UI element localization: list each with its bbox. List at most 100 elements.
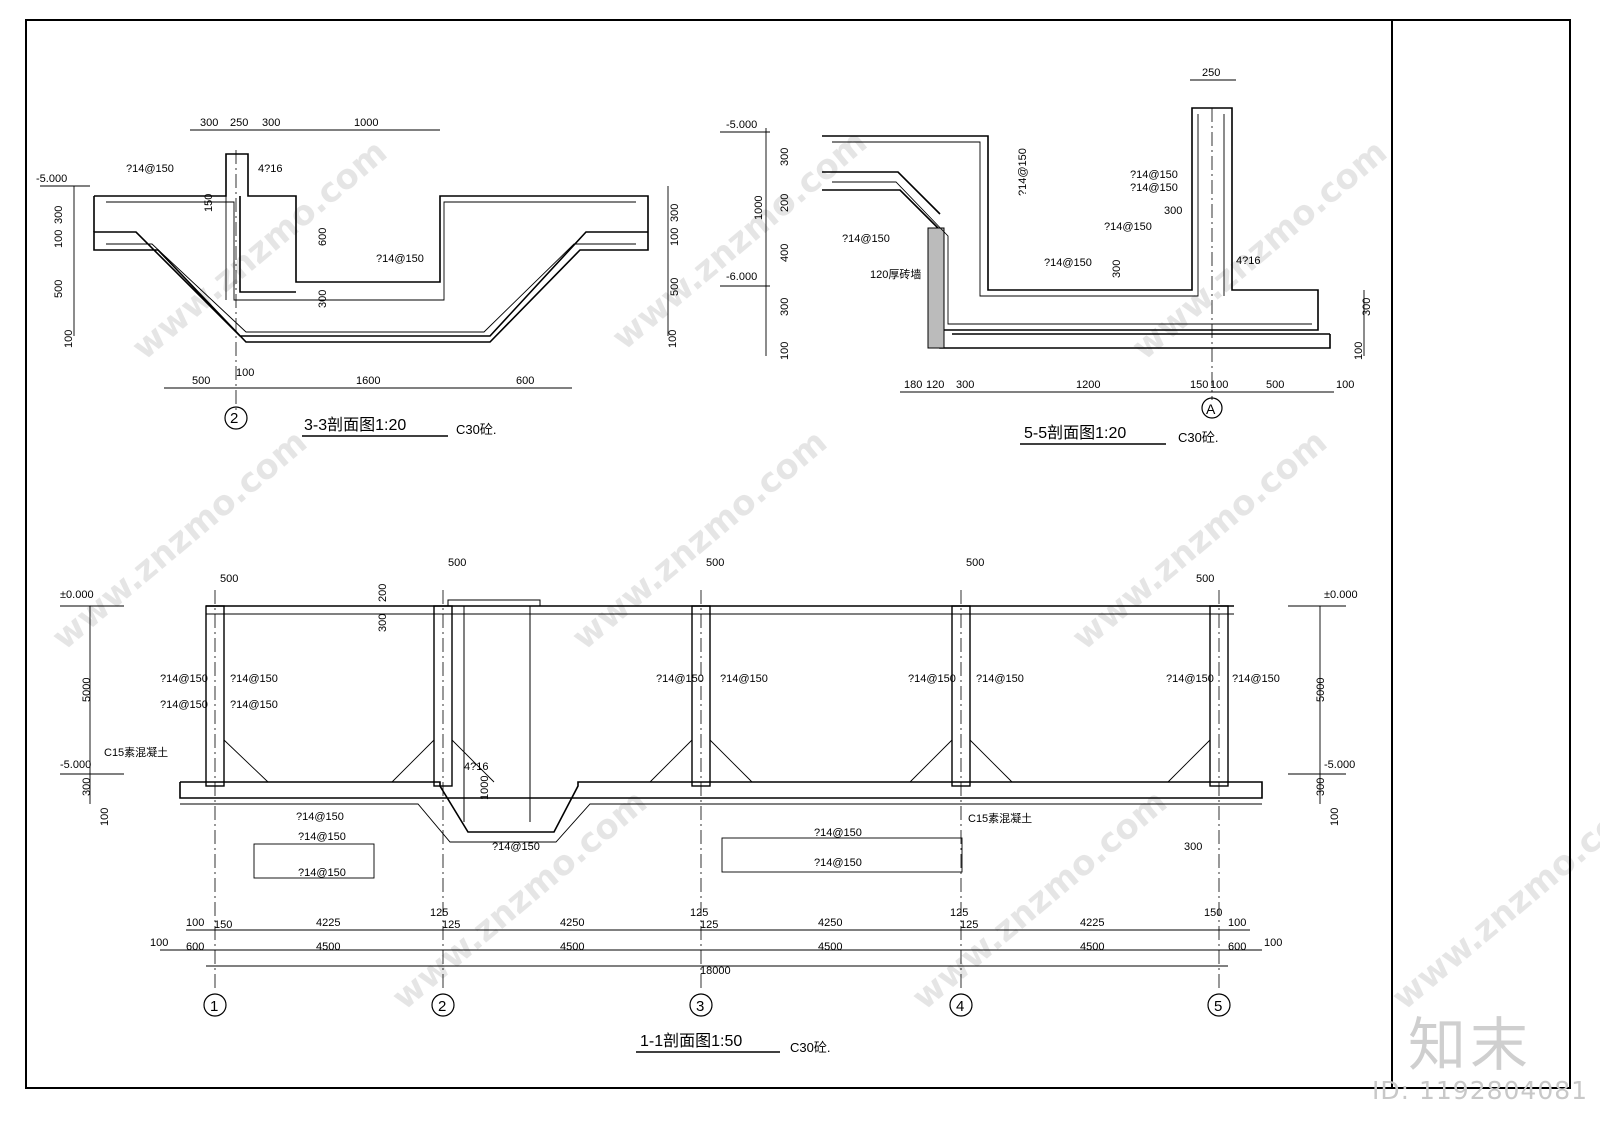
s33-title: 3-3剖面图1:20 <box>304 416 406 434</box>
s55-note: C30砼. <box>1178 430 1218 445</box>
s11-row1-5: 125 <box>442 919 460 931</box>
s11-row1-10: 125 <box>950 907 968 919</box>
s11-base-rebar-2: ?14@150 <box>492 841 540 853</box>
s11-pit-depth: 1000 <box>479 776 491 800</box>
s11-base-rebar-1: ?14@150 <box>296 811 344 823</box>
s11-beam-h-200: 200 <box>377 584 389 602</box>
s11-axis-2: 2 <box>438 998 446 1015</box>
s33-dim-top-3: 300 <box>262 117 280 129</box>
s11-cushion-right: 100 <box>1329 808 1341 826</box>
s11-top-dim-4: 500 <box>966 557 984 569</box>
s33-dim-left-3: 500 <box>53 280 65 298</box>
s11-row2-3: 4500 <box>316 941 340 953</box>
s33-dim-top-2: 250 <box>230 117 248 129</box>
s33-dim-left-1: 300 <box>53 206 65 224</box>
s11-wall-rebar-1: ?14@150 <box>160 673 208 685</box>
s11-c15-right: C15素混凝土 <box>968 811 1032 825</box>
section-1-1 <box>60 590 1346 1053</box>
s55-dim-left-2: 200 <box>779 194 791 212</box>
s33-dim-left-4: 100 <box>63 330 75 348</box>
s33-dim-bottom-2: 100 <box>236 367 254 379</box>
s55-rebar-5: ?14@150 <box>1044 257 1092 269</box>
s33-note: C30砼. <box>456 422 496 437</box>
s55-dim-bottom-7: 500 <box>1266 379 1284 391</box>
s11-top-dim-3: 500 <box>706 557 724 569</box>
section-3-3-labels: -5.000 300 250 300 1000 500 100 1600 600… <box>36 117 681 437</box>
s11-legend-3: ?14@150 <box>814 827 862 839</box>
s11-row1-6: 4250 <box>560 917 584 929</box>
s11-top-dim-5: 500 <box>1196 573 1214 585</box>
image-id-label: ID: 1192804081 <box>1372 1076 1589 1105</box>
s11-axis-1: 1 <box>210 998 218 1015</box>
s11-legend-4: ?14@150 <box>814 857 862 869</box>
s11-top-dim-2: 500 <box>448 557 466 569</box>
s55-dim-right-2: 100 <box>1353 342 1365 360</box>
s33-axis: 2 <box>230 410 238 427</box>
s11-row2-7: 600 <box>1228 941 1246 953</box>
s33-dim-mid-150: 150 <box>203 194 215 212</box>
s11-cushion-left: 100 <box>99 808 111 826</box>
s33-dim-bottom-1: 500 <box>192 375 210 387</box>
s55-rebar-3: ?14@150 <box>1104 221 1152 233</box>
s11-row1-1: 100 <box>186 917 204 929</box>
s55-rebar-6: ?14@150 <box>1017 148 1029 196</box>
s11-wall-rebar-6: ?14@150 <box>720 673 768 685</box>
s11-row1-12: 4225 <box>1080 917 1104 929</box>
s55-rebar-2: ?14@150 <box>1130 182 1178 194</box>
s55-axis: A <box>1206 401 1216 417</box>
s11-wall-rebar-5: ?14@150 <box>656 673 704 685</box>
s55-dim-bottom-8: 100 <box>1336 379 1354 391</box>
s33-rebar-1: ?14@150 <box>126 163 174 175</box>
s55-dim-left-3: 1000 <box>753 196 765 220</box>
s11-top-dim-1: 500 <box>220 573 238 585</box>
s11-row1-3: 4225 <box>316 917 340 929</box>
s11-row1-14: 100 <box>1228 917 1246 929</box>
s33-rebar-3: ?14@150 <box>376 253 424 265</box>
section-1-1-labels: ±0.000 ±0.000 -5.000 -5.000 5000 5000 30… <box>60 557 1358 1055</box>
s11-axis-5: 5 <box>1214 998 1222 1015</box>
s33-dim-top-1: 300 <box>200 117 218 129</box>
s55-elev-top: -5.000 <box>726 119 757 131</box>
s33-dim-top-4: 1000 <box>354 117 378 129</box>
s11-axis-4: 4 <box>956 998 964 1015</box>
s11-elev-bottom-left: -5.000 <box>60 759 91 771</box>
s11-row2-1: 100 <box>150 937 168 949</box>
s55-dim-mid-1: 300 <box>1164 205 1182 217</box>
s11-axis-3: 3 <box>696 998 704 1015</box>
s33-dim-mid-300: 300 <box>317 290 329 308</box>
s11-row1-2: 150 <box>214 919 232 931</box>
s55-dim-left-5: 300 <box>779 298 791 316</box>
s11-c15-left: C15素混凝土 <box>104 745 168 759</box>
s55-dim-bottom-1: 180 <box>904 379 922 391</box>
s55-dim-bottom-5: 150 <box>1190 379 1208 391</box>
s11-wall-rebar-10: ?14@150 <box>1232 673 1280 685</box>
s33-dim-bottom-3: 1600 <box>356 375 380 387</box>
section-5-5-labels: -5.000 -6.000 250 300 200 1000 400 300 1… <box>726 67 1373 445</box>
s11-row1-9: 4250 <box>818 917 842 929</box>
s11-row1-8: 125 <box>700 919 718 931</box>
s55-elev-low: -6.000 <box>726 271 757 283</box>
s55-dim-top: 250 <box>1202 67 1220 79</box>
s11-total: 18000 <box>700 965 731 977</box>
s33-elevation: -5.000 <box>36 173 67 185</box>
s55-dim-bottom-4: 1200 <box>1076 379 1100 391</box>
s11-slab-right: 300 <box>1315 778 1327 796</box>
s11-wall-rebar-7: ?14@150 <box>908 673 956 685</box>
s11-wall-rebar-2: ?14@150 <box>230 673 278 685</box>
s11-row2-5: 4500 <box>818 941 842 953</box>
s11-diag-dim: 300 <box>1184 841 1202 853</box>
s11-beam-h-300: 300 <box>377 614 389 632</box>
s33-dim-left-2: 100 <box>53 230 65 248</box>
s11-corbel: 4?16 <box>464 761 488 773</box>
s11-elev-bottom-right: -5.000 <box>1324 759 1355 771</box>
s55-title: 5-5剖面图1:20 <box>1024 424 1126 442</box>
s11-wall-rebar-3: ?14@150 <box>160 699 208 711</box>
s11-wall-rebar-9: ?14@150 <box>1166 673 1214 685</box>
s11-note: C30砼. <box>790 1040 830 1055</box>
s11-row1-4: 125 <box>430 907 448 919</box>
s33-dim-right-4: 100 <box>667 330 679 348</box>
s55-dim-mid-2: 300 <box>1111 260 1123 278</box>
s55-dim-right-1: 300 <box>1361 298 1373 316</box>
s55-dim-left-1: 300 <box>779 148 791 166</box>
s33-dim-right-2: 100 <box>669 228 681 246</box>
